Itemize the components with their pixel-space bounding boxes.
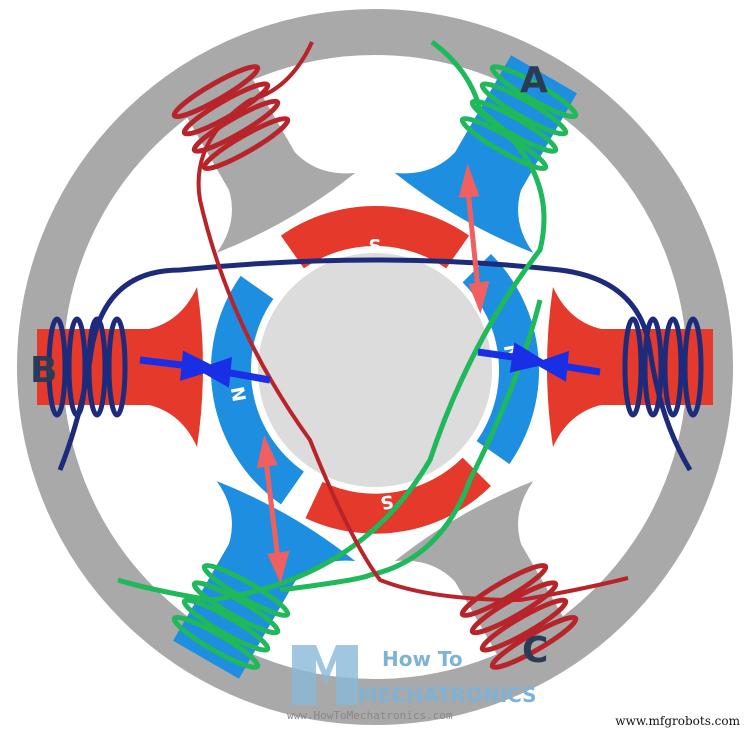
coil-a-wire-lower <box>279 299 543 593</box>
logo-line2: MECHATRONICS <box>358 683 537 707</box>
logo-line1: How To <box>382 647 463 671</box>
force-arrow-bottom-left <box>256 435 290 584</box>
force-arrow-a <box>458 163 490 314</box>
rotor-south-top <box>280 205 470 269</box>
attract-arrow-b <box>139 350 271 388</box>
label-phase-a: A <box>520 60 548 101</box>
label-phase-c: C <box>522 630 548 671</box>
coil-a-wire <box>117 39 547 603</box>
rotor-label-n-left: N <box>228 385 251 403</box>
coil-c-wire <box>196 41 629 603</box>
rotor-label-s-top: S <box>369 236 382 257</box>
coil-b-wire <box>57 257 693 472</box>
attract-arrow-right <box>477 342 601 382</box>
rotor-core <box>258 253 492 487</box>
label-phase-b: B <box>30 350 57 391</box>
watermark-text: www.mfgrobots.com <box>615 714 740 728</box>
stator-pole-top-left <box>136 34 359 259</box>
rotor-label-s-bottom: S <box>379 490 395 513</box>
logo-url: www.HowToMechatronics.com <box>287 709 453 722</box>
stator-pole-a <box>391 34 614 259</box>
stator-pole-right <box>547 287 713 447</box>
rotor-south-bottom <box>305 457 491 534</box>
howtomechatronics-logo: How To MECHATRONICS www.HowToMechatronic… <box>287 645 537 722</box>
stator-pole-bottom-left <box>136 475 359 700</box>
